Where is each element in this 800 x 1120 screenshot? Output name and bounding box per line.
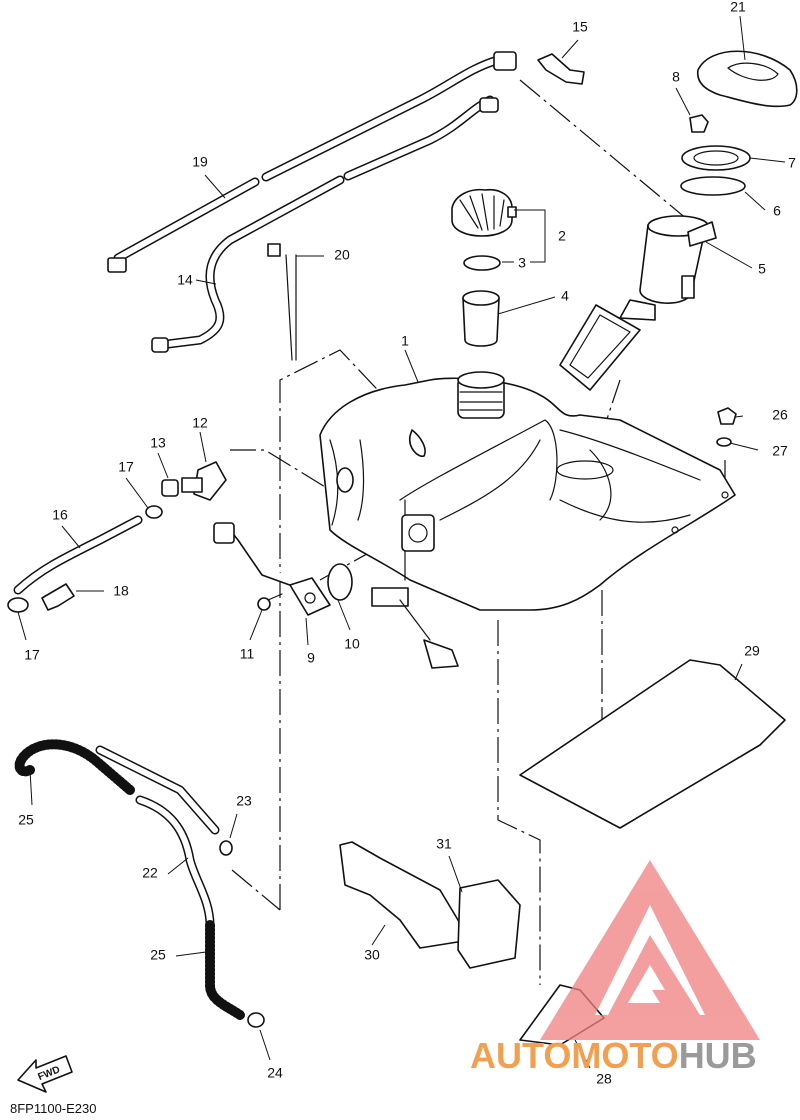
- pump-gasket[interactable]: [680, 176, 746, 196]
- watermark-triangle-icon: [540, 860, 760, 1040]
- holder-18[interactable]: [41, 583, 75, 611]
- filler-strainer[interactable]: [462, 290, 500, 347]
- protector-25-upper[interactable]: [14, 739, 135, 795]
- callout-22: 22: [142, 865, 158, 881]
- callout-21: 21: [730, 0, 746, 15]
- clamp-24[interactable]: [247, 1012, 265, 1028]
- pump-cover-ring[interactable]: [696, 50, 798, 108]
- washer-27[interactable]: [716, 437, 732, 447]
- watermark-moto: MOTO: [571, 1035, 678, 1076]
- plug-23[interactable]: [219, 840, 233, 856]
- protector-25-lower[interactable]: [205, 920, 245, 1020]
- drain-hose-22[interactable]: [135, 795, 215, 930]
- fuel-cock[interactable]: [181, 461, 227, 501]
- callout-17-lower: 17: [24, 647, 40, 663]
- pump-nut[interactable]: [689, 114, 709, 133]
- fuel-cap[interactable]: [451, 188, 517, 237]
- callout-10: 10: [344, 636, 360, 652]
- plate-30[interactable]: [339, 841, 471, 949]
- callout-4: 4: [561, 288, 569, 304]
- callout-28: 28: [596, 1071, 612, 1087]
- callout-1: 1: [401, 333, 409, 349]
- callout-15: 15: [572, 19, 588, 35]
- callout-30: 30: [364, 947, 380, 963]
- plate-29[interactable]: [519, 659, 786, 829]
- callout-24: 24: [267, 1065, 283, 1081]
- clip-15[interactable]: [537, 53, 585, 85]
- leader-lines: [17, 15, 786, 1069]
- watermark-logo: [540, 860, 760, 1040]
- screw-11[interactable]: [257, 593, 283, 611]
- callout-18: 18: [113, 583, 129, 599]
- watermark-hub: HUB: [679, 1035, 757, 1076]
- callout-6: 6: [773, 203, 781, 219]
- cable-tie[interactable]: [267, 243, 297, 361]
- callout-8: 8: [672, 69, 680, 85]
- clamp-17-upper[interactable]: [145, 505, 163, 519]
- callout-2: 2: [558, 228, 566, 244]
- callout-17-upper: 17: [118, 459, 134, 475]
- callout-7: 7: [788, 155, 796, 171]
- pump-retaining-plate[interactable]: [681, 145, 751, 171]
- callout-12: 12: [192, 415, 208, 431]
- fuel-hose[interactable]: [151, 95, 495, 353]
- callout-14: 14: [177, 272, 193, 288]
- hose-16[interactable]: [13, 515, 143, 595]
- watermark-auto: AUTO: [470, 1035, 571, 1076]
- callout-25-lower: 25: [150, 947, 166, 963]
- callout-labels: 1 2 3 4 5 6 7 8 9 10 11 12 13 14 15 16 1…: [18, 0, 796, 1087]
- clamp-17-lower[interactable]: [7, 597, 29, 613]
- fuel-sender[interactable]: [213, 522, 459, 669]
- callout-25-upper: 25: [18, 812, 34, 828]
- bolt-13[interactable]: [161, 479, 179, 497]
- callout-31: 31: [436, 836, 452, 852]
- callout-13: 13: [150, 435, 166, 451]
- fwd-arrow-icon: FWD: [17, 1055, 73, 1093]
- breather-hose[interactable]: [107, 51, 517, 273]
- plate-31[interactable]: [457, 879, 521, 969]
- diagram-code: 8FP1100-E230: [10, 1101, 97, 1116]
- callout-19: 19: [192, 154, 208, 170]
- fuel-tank[interactable]: [319, 371, 736, 611]
- cap-seal[interactable]: [463, 255, 501, 271]
- callout-9: 9: [307, 650, 315, 666]
- callout-16: 16: [52, 507, 68, 523]
- pipe-top[interactable]: [95, 745, 220, 835]
- callout-29: 29: [744, 643, 760, 659]
- watermark-text: AUTOMOTOHUB: [470, 1035, 757, 1076]
- callout-11: 11: [240, 646, 255, 662]
- callout-5: 5: [758, 261, 766, 277]
- fuel-pump[interactable]: [559, 215, 717, 391]
- callout-26: 26: [772, 407, 788, 423]
- bolt-26[interactable]: [717, 407, 737, 425]
- callout-20: 20: [334, 247, 350, 263]
- callout-27: 27: [772, 443, 788, 459]
- callout-3: 3: [518, 255, 526, 271]
- callout-23: 23: [236, 793, 252, 809]
